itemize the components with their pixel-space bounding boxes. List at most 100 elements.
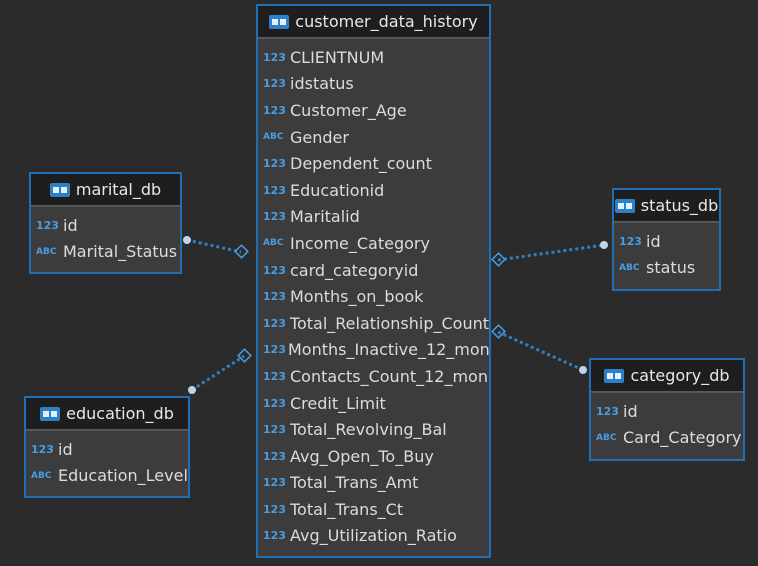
string-type-icon: ABC — [31, 470, 52, 481]
attribute-row[interactable]: 123 idstatus — [258, 71, 489, 98]
numeric-type-icon: 123 — [263, 77, 286, 91]
attribute-row[interactable]: 123 Total_Revolving_Bal — [258, 416, 489, 443]
entity-header[interactable]: marital_db — [31, 174, 180, 206]
entity-title: category_db — [630, 366, 730, 385]
attribute-row[interactable]: 123 Total_Trans_Ct — [258, 496, 489, 523]
entity-header[interactable]: status_db — [614, 190, 719, 222]
entity-title: customer_data_history — [295, 12, 478, 31]
entity-title: status_db — [640, 196, 719, 215]
string-type-icon: ABC — [36, 246, 57, 257]
attribute-name: Income_Category — [290, 233, 430, 253]
entity-title: marital_db — [75, 180, 162, 199]
attribute-name: Dependent_count — [290, 154, 432, 174]
string-type-icon: ABC — [596, 432, 617, 443]
entity-title: education_db — [66, 404, 174, 423]
string-type-icon: ABC — [619, 262, 640, 273]
attribute-name: id — [646, 231, 661, 251]
numeric-type-icon: 123 — [31, 442, 54, 456]
relationship-marital-customer[interactable] — [183, 236, 249, 259]
numeric-type-icon: 123 — [263, 50, 286, 64]
attribute-row[interactable]: 123 Contacts_Count_12_mon — [258, 363, 489, 390]
numeric-type-icon: 123 — [263, 316, 286, 330]
numeric-type-icon: 123 — [596, 404, 619, 418]
attribute-row[interactable]: ABC Gender — [258, 124, 489, 151]
attribute-row[interactable]: ABC Card_Category — [591, 425, 743, 452]
attribute-row[interactable]: 123 CLIENTNUM — [258, 44, 489, 71]
attribute-name: Avg_Utilization_Ratio — [290, 526, 457, 546]
entity-customer-data-history[interactable]: customer_data_history 123 CLIENTNUM 123 ids… — [256, 4, 491, 558]
table-icon — [614, 198, 635, 213]
attribute-name: id — [623, 401, 638, 421]
numeric-type-icon: 123 — [263, 290, 286, 304]
numeric-type-icon: 123 — [263, 183, 286, 197]
numeric-type-icon: 123 — [263, 396, 286, 410]
attribute-name: Total_Revolving_Bal — [290, 420, 447, 440]
numeric-type-icon: 123 — [263, 449, 286, 463]
attribute-row[interactable]: 123 Avg_Open_To_Buy — [258, 443, 489, 470]
entity-header[interactable]: education_db — [26, 398, 188, 430]
numeric-type-icon: 123 — [263, 423, 286, 437]
numeric-type-icon: 123 — [619, 234, 642, 248]
attribute-name: Credit_Limit — [290, 393, 386, 413]
numeric-type-icon: 123 — [263, 529, 286, 543]
attribute-row[interactable]: 123 Credit_Limit — [258, 390, 489, 417]
numeric-type-icon: 123 — [263, 157, 286, 171]
attribute-row[interactable]: 123 id — [614, 228, 719, 255]
entity-header[interactable]: category_db — [591, 360, 743, 392]
numeric-type-icon: 123 — [263, 476, 286, 490]
numeric-type-icon: 123 — [263, 103, 286, 117]
relationship-status-customer[interactable] — [491, 241, 608, 267]
numeric-type-icon: 123 — [263, 369, 286, 383]
table-icon — [604, 368, 625, 383]
attribute-row[interactable]: ABC Education_Level — [26, 463, 188, 490]
relationship-category-customer[interactable] — [491, 324, 587, 374]
numeric-type-icon: 123 — [263, 502, 286, 516]
attribute-name: id — [58, 439, 73, 459]
attribute-name: Maritalid — [290, 207, 360, 227]
attribute-name: status — [646, 258, 696, 278]
attribute-name: Total_Trans_Ct — [290, 499, 404, 519]
attribute-name: Months_on_book — [290, 287, 424, 307]
attribute-row[interactable]: 123 id — [591, 398, 743, 425]
attribute-name: Gender — [290, 127, 349, 147]
attribute-name: idstatus — [290, 74, 354, 94]
numeric-type-icon: 123 — [263, 343, 286, 357]
table-icon — [40, 406, 61, 421]
attribute-name: Avg_Open_To_Buy — [290, 446, 434, 466]
attribute-name: Months_Inactive_12_mon — [287, 340, 490, 360]
attribute-name: card_categoryid — [290, 260, 419, 280]
attribute-row[interactable]: ABC Income_Category — [258, 230, 489, 257]
attribute-name: Education_Level — [58, 466, 188, 486]
attribute-row[interactable]: 123 Avg_Utilization_Ratio — [258, 523, 489, 550]
attribute-row[interactable]: 123 id — [26, 436, 188, 463]
attribute-name: Total_Relationship_Count — [289, 313, 489, 333]
attribute-name: Card_Category — [623, 428, 742, 448]
attribute-row[interactable]: 123 Months_on_book — [258, 283, 489, 310]
string-type-icon: ABC — [263, 132, 284, 143]
string-type-icon: ABC — [263, 238, 284, 249]
numeric-type-icon: 123 — [36, 218, 59, 232]
relationship-education-customer[interactable] — [188, 348, 252, 394]
attribute-row[interactable]: 123 Dependent_count — [258, 150, 489, 177]
attribute-name: CLIENTNUM — [290, 47, 385, 67]
attribute-row[interactable]: ABC status — [614, 255, 719, 282]
entity-header[interactable]: customer_data_history — [258, 6, 489, 38]
attribute-name: Contacts_Count_12_mon — [290, 366, 488, 386]
